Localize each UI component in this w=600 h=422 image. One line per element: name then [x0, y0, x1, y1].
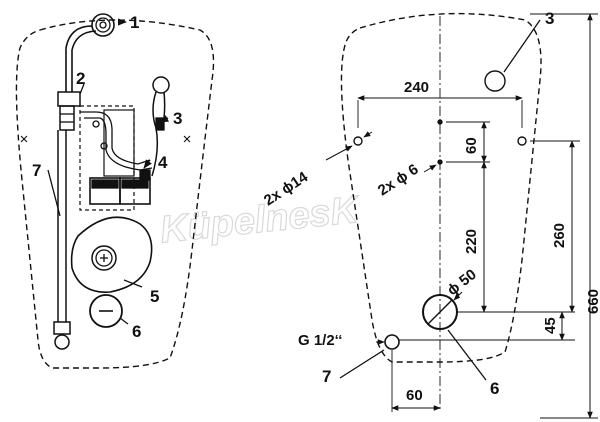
- screw-right: [183, 135, 191, 143]
- dim-60-vertical: 60: [463, 137, 480, 154]
- leader-right-7: [339, 349, 385, 379]
- callout-1: 1: [130, 13, 139, 32]
- dim-660: 660: [585, 289, 600, 314]
- dim-phi-50: ϕ 50: [444, 266, 480, 299]
- callout-3: 3: [173, 109, 182, 128]
- right-outline: [340, 12, 542, 363]
- callout-right-7: 7: [322, 367, 331, 386]
- callout-2: 2: [76, 69, 85, 88]
- dim-45: 45: [542, 317, 559, 334]
- callout-5: 5: [150, 287, 159, 306]
- leader-2: [79, 83, 85, 95]
- screw-left: [20, 135, 28, 143]
- leader-right-3: [503, 19, 541, 73]
- leader-6: [119, 317, 129, 325]
- left-view: [15, 13, 215, 369]
- left-outline: [15, 19, 215, 369]
- right-view: [325, 12, 598, 419]
- dim-220: 220: [463, 229, 480, 254]
- thread-label: G 1/2‘‘: [298, 332, 342, 349]
- callout-4: 4: [158, 153, 168, 172]
- dim-60-horizontal: 60: [406, 387, 423, 404]
- leader-right-6: [447, 329, 487, 381]
- leader-4: [143, 159, 152, 169]
- left-callouts: 1 2 3 4 7 5 6: [32, 13, 182, 341]
- leader-5: [123, 279, 143, 288]
- dim-holes-2x6: 2x ϕ 6: [375, 161, 422, 200]
- leader-3: [159, 115, 169, 123]
- dim-240: 240: [404, 79, 429, 96]
- watermark-text: KüpelnesK: [158, 189, 362, 252]
- dim-260: 260: [551, 223, 568, 248]
- callout-right-3: 3: [545, 9, 554, 28]
- leader-7: [47, 169, 61, 217]
- callout-6: 6: [132, 322, 141, 341]
- callout-right-6: 6: [490, 379, 499, 398]
- callout-7: 7: [32, 161, 41, 180]
